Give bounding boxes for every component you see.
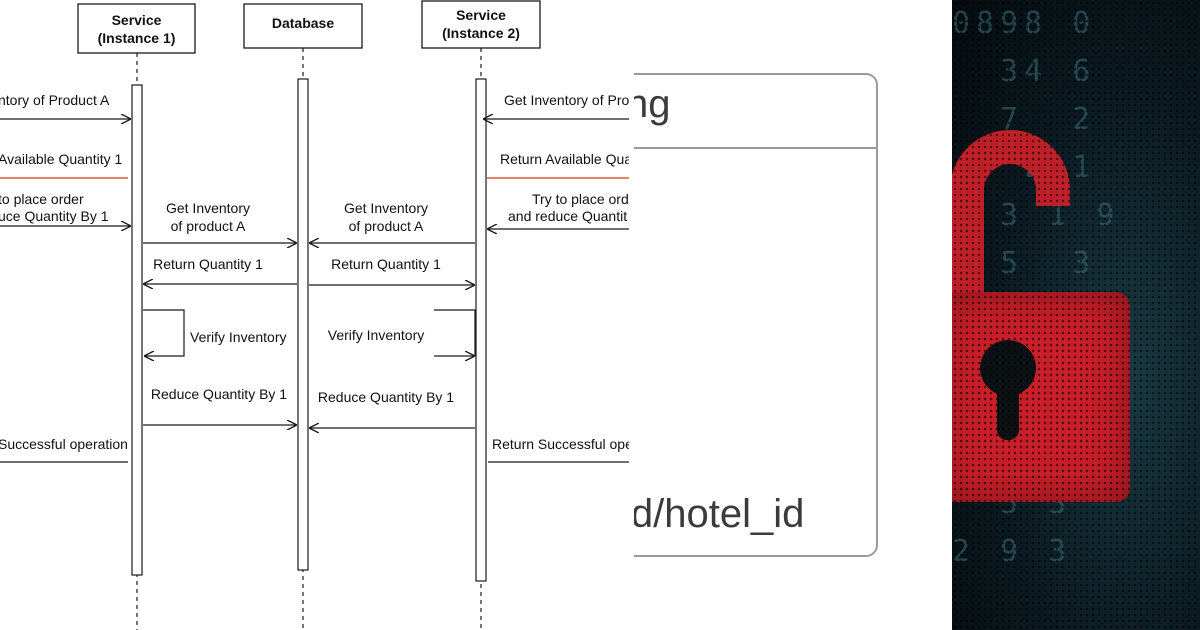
- left-place-order-label-2: uce Quantity By 1: [0, 208, 109, 224]
- lifelines: [136, 48, 482, 630]
- right-place-order-label-1: Try to place ord: [532, 191, 629, 207]
- activation-database: [297, 78, 309, 571]
- left-get-inventory-label: ntory of Product A: [0, 92, 110, 108]
- participant-service-1: Service (Instance 1): [77, 3, 196, 54]
- card-text-fragment: id/hotel_id: [634, 492, 805, 536]
- right-return-available-label: Return Available Qua: [500, 151, 630, 167]
- card-title-fragment: ng: [634, 82, 671, 126]
- activation-service-1: [131, 84, 143, 576]
- svc2-reduce-label: Reduce Quantity By 1: [318, 389, 454, 405]
- left-successful-label: Successful operation: [0, 436, 128, 452]
- unlocked-padlock-image: 0898 0 34 6 7 2 E 1 3 1 9 5 3 1 6 8 3 22…: [952, 0, 1200, 630]
- participant-database: Database: [243, 3, 363, 49]
- card-frame: [634, 73, 878, 557]
- svc1-verify-self-arrow: [143, 309, 185, 356]
- svc1-get-inventory-label-1: Get Inventory: [166, 200, 250, 216]
- sequence-diagram: Service (Instance 1) Database Service (I…: [0, 0, 630, 630]
- svc2-verify-self-line: [434, 309, 476, 356]
- card-divider: [634, 147, 878, 149]
- left-place-order-label-1: to place order: [0, 191, 84, 207]
- participant-service-2-line1: Service: [456, 7, 506, 23]
- svc2-verify-label: Verify Inventory: [328, 327, 425, 343]
- halftone-overlay: [952, 0, 1200, 630]
- right-get-inventory-label: Get Inventory of Pro: [504, 92, 629, 108]
- participant-service-1-line2: (Instance 1): [98, 30, 176, 46]
- svc1-return-quantity-label: Return Quantity 1: [153, 256, 263, 272]
- participant-database-label: Database: [272, 15, 334, 31]
- participant-service-1-line1: Service: [112, 12, 162, 28]
- svc1-verify-label: Verify Inventory: [190, 329, 287, 345]
- right-successful-label: Return Successful ope: [492, 436, 630, 452]
- participant-service-2-line2: (Instance 2): [442, 25, 520, 41]
- svc2-get-inventory-label-1: Get Inventory: [344, 200, 428, 216]
- svc1-reduce-label: Reduce Quantity By 1: [151, 386, 287, 402]
- activation-service-2: [475, 78, 487, 582]
- participant-service-2: Service (Instance 2): [421, 0, 541, 49]
- svc1-get-inventory-label-2: of product A: [171, 218, 246, 234]
- panel-seam: [629, 60, 635, 480]
- card-panel: ng id/hotel_id: [634, 0, 952, 630]
- right-place-order-label-2: and reduce Quantit: [508, 208, 627, 224]
- svc2-return-quantity-label: Return Quantity 1: [331, 256, 441, 272]
- svc2-get-inventory-label-2: of product A: [349, 218, 424, 234]
- left-return-available-label: Available Quantity 1: [0, 151, 122, 167]
